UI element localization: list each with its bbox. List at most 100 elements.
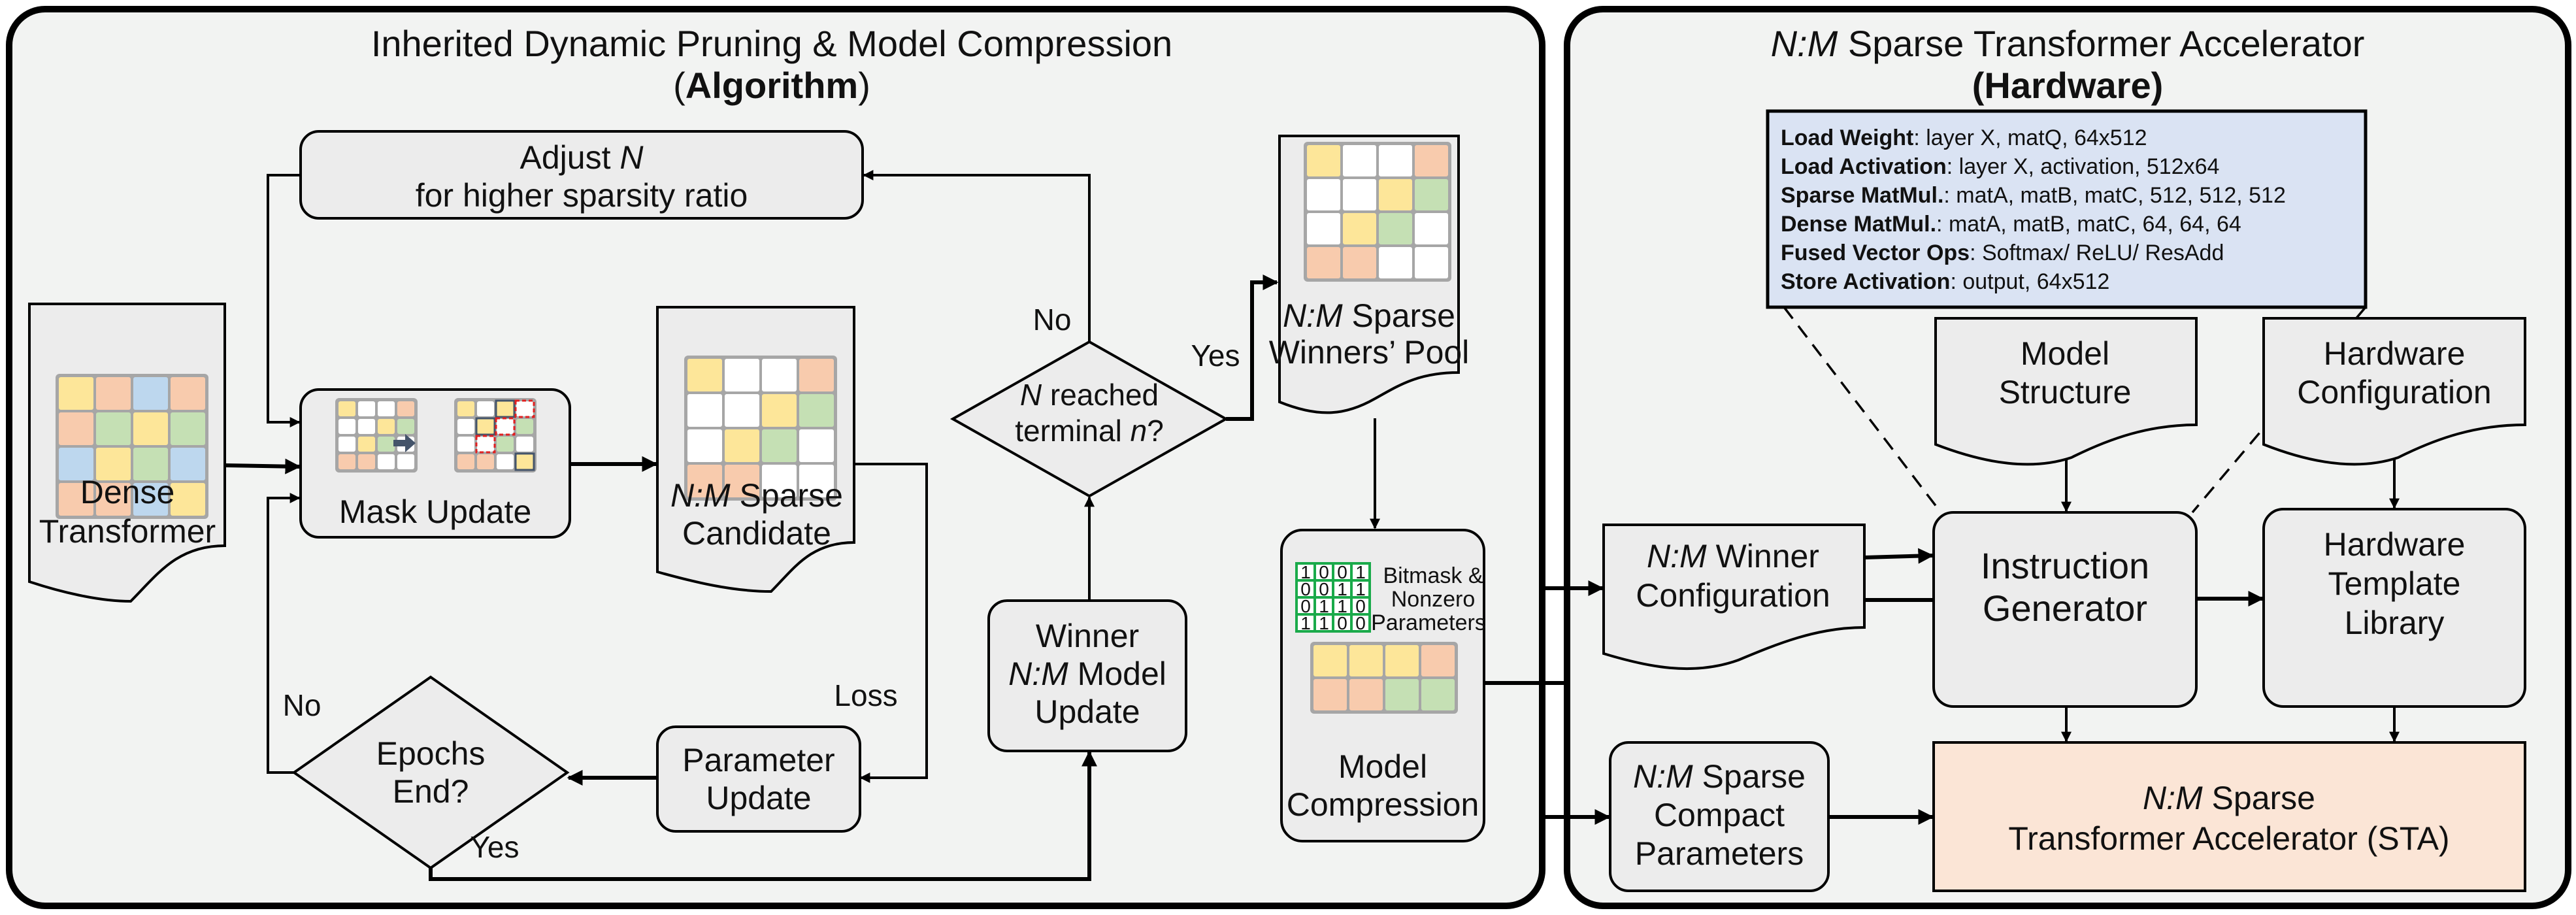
pruned-cell-highlight — [475, 435, 496, 454]
svg-text:Hardware: Hardware — [2324, 526, 2466, 563]
yes-label-epochs: Yes — [470, 830, 519, 864]
svg-text:Structure: Structure — [1999, 374, 2132, 410]
matrix-cell — [1307, 179, 1340, 210]
matrix-cell — [762, 394, 797, 427]
matrix-cell — [378, 437, 395, 452]
matrix-cell — [339, 454, 355, 469]
matrix-cell — [96, 483, 131, 516]
matrix-cell — [133, 483, 168, 516]
svg-text:Update: Update — [1034, 693, 1140, 730]
matrix-cell — [1421, 679, 1455, 710]
svg-text:Nonzero: Nonzero — [1391, 587, 1476, 612]
svg-text:N:M Sparse: N:M Sparse — [670, 477, 843, 514]
matrix-cell — [133, 377, 168, 410]
svg-text:Configuration: Configuration — [1636, 577, 1830, 614]
matrix-cell — [799, 465, 834, 497]
svg-text:Transformer Accelerator (STA): Transformer Accelerator (STA) — [2008, 820, 2449, 857]
instruction-generator-node: Instruction Generator — [1932, 511, 2198, 708]
svg-text:Compact: Compact — [1654, 797, 1785, 833]
svg-text:Hardware: Hardware — [2324, 335, 2466, 372]
svg-text:N:M Winner: N:M Winner — [1647, 538, 1819, 574]
svg-text:N:M Sparse: N:M Sparse — [2143, 780, 2315, 816]
matrix-cell — [1379, 213, 1412, 244]
sparse-candidate-node: N:M Sparse Candidate — [656, 306, 855, 593]
matrix-cell — [1421, 645, 1455, 676]
kept-cell-highlight — [514, 452, 535, 471]
matrix-cell — [171, 412, 205, 445]
instruction-line: Dense MatMul.: matA, matB, matC, 64, 64,… — [1781, 212, 2241, 237]
svg-text:Adjust N: Adjust N — [520, 139, 644, 176]
matrix-cell — [1307, 247, 1340, 278]
instruction-line: Sparse MatMul.: matA, matB, matC, 512, 5… — [1781, 183, 2286, 208]
bitmask-value: 1 — [1355, 579, 1366, 599]
instruction-line: Load Activation: layer X, activation, 51… — [1781, 154, 2219, 179]
matrix-cell — [1349, 679, 1383, 710]
bitmask-cell — [1350, 596, 1371, 616]
hardware-panel-title: N:M Sparse Transformer Accelerator — [1771, 23, 2365, 64]
matrix-cell — [1415, 247, 1448, 278]
svg-text:Instruction: Instruction — [1981, 545, 2149, 586]
matrix-cell — [725, 359, 759, 391]
svg-text:Dense: Dense — [80, 474, 175, 510]
mask-after-matrix-icon — [454, 398, 537, 473]
matrix-frame — [1304, 142, 1451, 282]
svg-text:Parameters: Parameters — [1635, 835, 1804, 872]
svg-text:N:M Sparse: N:M Sparse — [1633, 758, 1806, 795]
matrix-cell — [516, 419, 533, 434]
svg-text:Compression: Compression — [1287, 786, 1479, 823]
bitmask-value: 0 — [1355, 596, 1366, 616]
hardware-panel-subtitle: (Hardware) — [1972, 65, 2164, 106]
matrix-cell — [762, 429, 797, 462]
matrix-cell — [799, 429, 834, 462]
matrix-cell — [397, 454, 414, 469]
epochs-end-decision: Epochs End? — [291, 675, 570, 870]
matrix-cell — [171, 377, 205, 410]
instruction-line: Load Weight: layer X, matQ, 64x512 — [1781, 125, 2147, 150]
matrix-cell — [96, 448, 131, 480]
compact-parameters-node: N:M Sparse Compact Parameters — [1609, 741, 1830, 892]
matrix-cell — [687, 465, 722, 497]
instruction-line: Store Activation: output, 64x512 — [1781, 269, 2109, 294]
matrix-cell — [1313, 645, 1347, 676]
matrix-cell — [1415, 179, 1448, 210]
matrix-cell — [687, 429, 722, 462]
matrix-frame — [56, 374, 208, 519]
bitmask-value: 0 — [1337, 613, 1347, 633]
hardware-template-library-node: Hardware Template Library — [2262, 508, 2526, 708]
matrix-cell — [1349, 645, 1383, 676]
matrix-cell — [378, 454, 395, 469]
svg-text:Update: Update — [706, 780, 811, 816]
matrix-cell — [1343, 213, 1376, 244]
matrix-cell — [1379, 145, 1412, 176]
bitmask-cell — [1313, 596, 1334, 616]
matrix-cell — [1379, 247, 1412, 278]
matrix-cell — [497, 454, 514, 469]
bitmask-value: 1 — [1337, 596, 1347, 616]
matrix-cell — [1343, 247, 1376, 278]
matrix-cell — [1307, 213, 1340, 244]
svg-text:Transformer: Transformer — [39, 513, 216, 550]
matrix-cell — [457, 454, 474, 469]
parameter-update-node: Parameter Update — [656, 725, 861, 833]
svg-text:N reached: N reached — [1020, 378, 1159, 412]
matrix-cell — [1307, 145, 1340, 176]
matrix-cell — [59, 377, 93, 410]
matrix-cell — [358, 419, 375, 434]
matrix-cell — [477, 419, 494, 434]
winners-pool-matrix-icon — [1304, 142, 1451, 282]
bitmask-value: 1 — [1300, 562, 1311, 582]
matrix-cell — [516, 401, 533, 416]
svg-text:Template: Template — [2328, 565, 2461, 602]
matrix-cell — [339, 419, 355, 434]
matrix-cell — [477, 401, 494, 416]
matrix-cell — [762, 465, 797, 497]
bitmask-value: 0 — [1300, 596, 1311, 616]
instruction-line: Fused Vector Ops: Softmax/ ReLU/ ResAdd — [1781, 241, 2224, 265]
matrix-cell — [516, 454, 533, 469]
no-label-epochs: No — [283, 688, 322, 722]
svg-text:End?: End? — [393, 773, 469, 810]
bitmask-value: 1 — [1319, 613, 1329, 633]
matrix-cell — [457, 401, 474, 416]
